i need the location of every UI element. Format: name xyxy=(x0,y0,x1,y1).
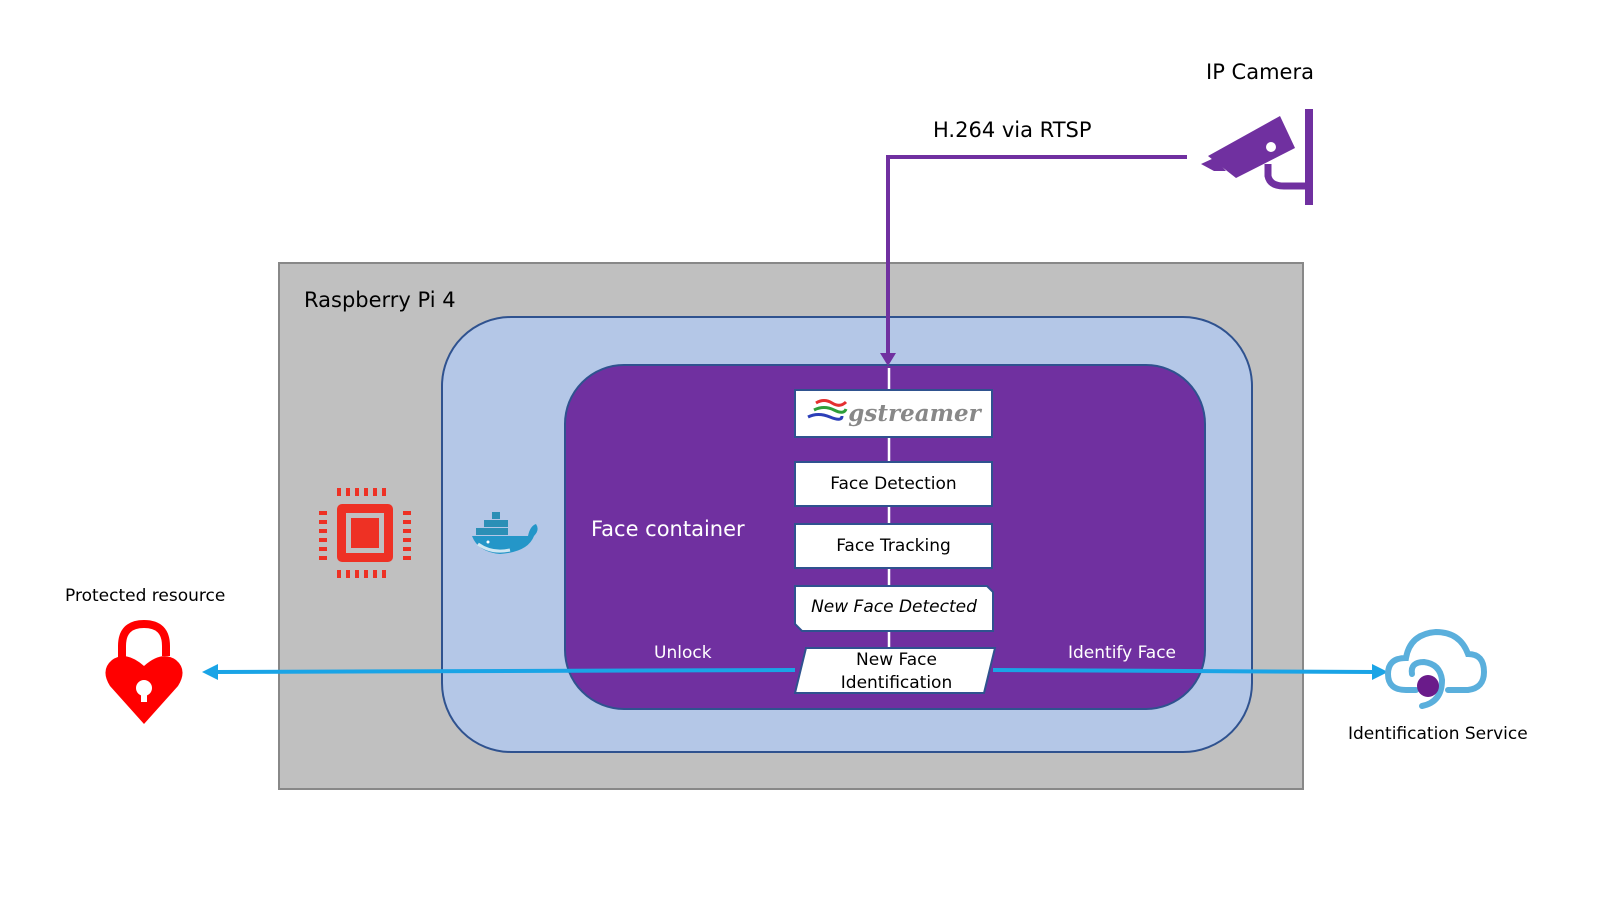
cpu-chip-icon xyxy=(319,488,411,578)
rtsp-stream-line xyxy=(886,155,1187,355)
identification-service-label: Identification Service xyxy=(1348,724,1528,744)
cloud-service-icon xyxy=(1384,628,1488,709)
unlock-flow-arrowhead xyxy=(202,664,218,680)
security-camera-icon xyxy=(1201,109,1313,205)
raspberry-pi-label: Raspberry Pi 4 xyxy=(304,288,456,312)
identify-face-label: Identify Face xyxy=(1068,643,1177,663)
docker-whale-icon xyxy=(472,512,538,554)
identify-flow-arrowhead xyxy=(1372,664,1388,680)
rtsp-stream-arrowhead xyxy=(880,353,896,366)
unlock-flow-line xyxy=(214,668,796,674)
gstreamer-logo-icon xyxy=(807,398,848,421)
new-face-identification-label: New Face Identification xyxy=(840,650,953,693)
ip-camera-label: IP Camera xyxy=(1206,60,1314,84)
heart-padlock-icon xyxy=(105,619,183,724)
face-detection-label: Face Detection xyxy=(830,474,957,494)
unlock-label: Unlock xyxy=(654,643,712,663)
new-face-detected-label: New Face Detected xyxy=(811,597,977,617)
face-tracking-label: Face Tracking xyxy=(836,536,951,556)
new-face-identification-shape xyxy=(793,647,997,694)
face-detection-step: Face Detection xyxy=(794,461,993,507)
protected-resource-label: Protected resource xyxy=(65,586,226,606)
stream-label: H.264 via RTSP xyxy=(933,118,1092,142)
face-container-label: Face container xyxy=(591,517,745,541)
new-face-detected-shape xyxy=(794,585,994,632)
gstreamer-logo-text: gstreamer xyxy=(848,400,981,427)
gstreamer-step: gstreamer xyxy=(794,389,993,438)
face-tracking-step: Face Tracking xyxy=(794,523,993,569)
identify-flow-line xyxy=(992,668,1376,674)
